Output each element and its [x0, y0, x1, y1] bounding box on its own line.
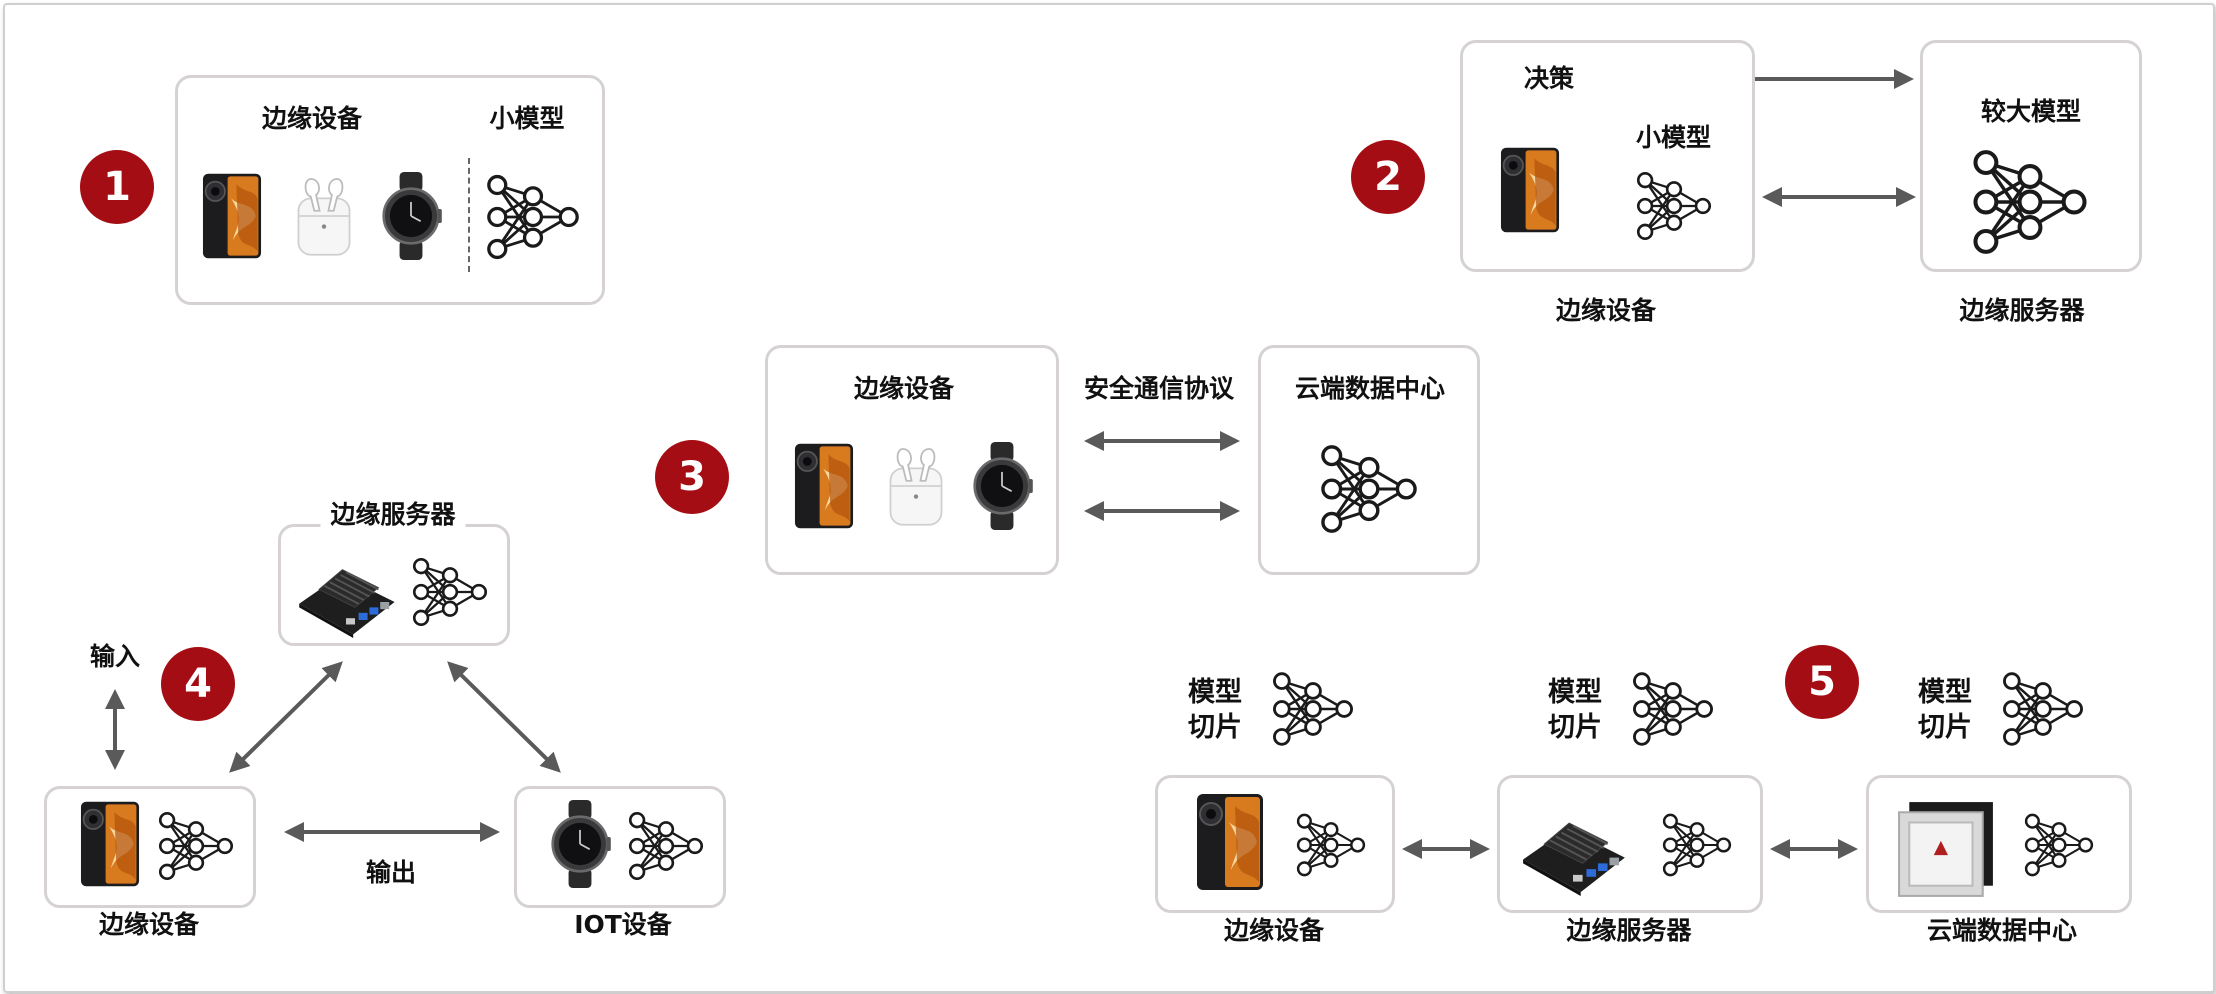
neural-network-icon: [1972, 144, 2088, 260]
neural-network-icon: [1636, 168, 1712, 244]
s3-protocol-label: 安全通信协议: [1083, 374, 1235, 403]
neural-network-icon: [1272, 668, 1354, 750]
neural-network-icon: [486, 170, 580, 264]
s4-iot-caption: IOT设备: [566, 912, 680, 937]
s3-devices-label: 边缘设备: [853, 374, 955, 403]
s5-slice-label-1: 模型 切片: [1188, 677, 1242, 743]
watch-icon: [375, 172, 447, 260]
s5-slice-label-3: 模型 切片: [1918, 677, 1972, 743]
section-5-badge: 5: [1785, 645, 1859, 719]
s2-decision-label: 决策: [1524, 64, 1575, 93]
earbuds-icon: [288, 172, 360, 260]
section-4-badge: 4: [161, 647, 235, 721]
neural-network-icon: [628, 808, 704, 884]
phone-icon: [74, 800, 146, 888]
section-2-badge: 2: [1351, 140, 1425, 214]
neural-network-icon: [158, 808, 234, 884]
s1-divider: [468, 158, 470, 272]
edge-server-board-icon: [1512, 800, 1634, 896]
neural-network-icon: [1296, 810, 1366, 880]
s5-cloud-caption: 云端数据中心: [1926, 916, 2078, 945]
s1-model-label: 小模型: [489, 104, 565, 133]
phone-icon: [788, 442, 860, 530]
s5-edge-device-caption: 边缘设备: [1223, 916, 1325, 945]
neural-network-icon: [1320, 440, 1418, 538]
neural-network-icon: [1632, 668, 1714, 750]
s4-output-label: 输出: [365, 858, 417, 887]
neural-network-icon: [2024, 810, 2094, 880]
s1-devices-label: 边缘设备: [261, 104, 363, 133]
s4-edge-device-caption: 边缘设备: [90, 912, 208, 937]
watch-icon: [966, 442, 1038, 530]
phone-icon: [1494, 146, 1566, 234]
neural-network-icon: [1662, 810, 1732, 880]
phone-icon: [1190, 792, 1270, 892]
section-3-badge: 3: [655, 440, 729, 514]
figure-frame: [3, 3, 2215, 993]
s5-edge-server-caption: 边缘服务器: [1566, 916, 1692, 945]
s2-edge-device-box: [1460, 40, 1755, 272]
earbuds-icon: [880, 442, 952, 530]
s2-edge-server-caption: 边缘服务器: [1959, 296, 2085, 325]
s2-small-model-label: 小模型: [1636, 123, 1712, 152]
s2-larger-model-label: 较大模型: [1980, 97, 2082, 126]
s4-server-iot-arrow: [447, 661, 561, 773]
edge-server-board-icon: [290, 548, 402, 638]
s4-server-label: 边缘服务器: [320, 502, 466, 527]
s4-input-label: 输入: [90, 642, 141, 671]
server-chip-icon: [1895, 798, 1997, 900]
s2-edge-device-caption: 边缘设备: [1555, 296, 1657, 325]
neural-network-icon: [412, 554, 488, 630]
section-1-badge: 1: [80, 150, 154, 224]
watch-icon: [544, 800, 616, 888]
s5-slice-label-2: 模型 切片: [1548, 677, 1602, 743]
s4-device-server-arrow: [229, 661, 343, 773]
neural-network-icon: [2002, 668, 2084, 750]
s3-cloud-label: 云端数据中心: [1294, 374, 1446, 403]
phone-icon: [196, 172, 268, 260]
